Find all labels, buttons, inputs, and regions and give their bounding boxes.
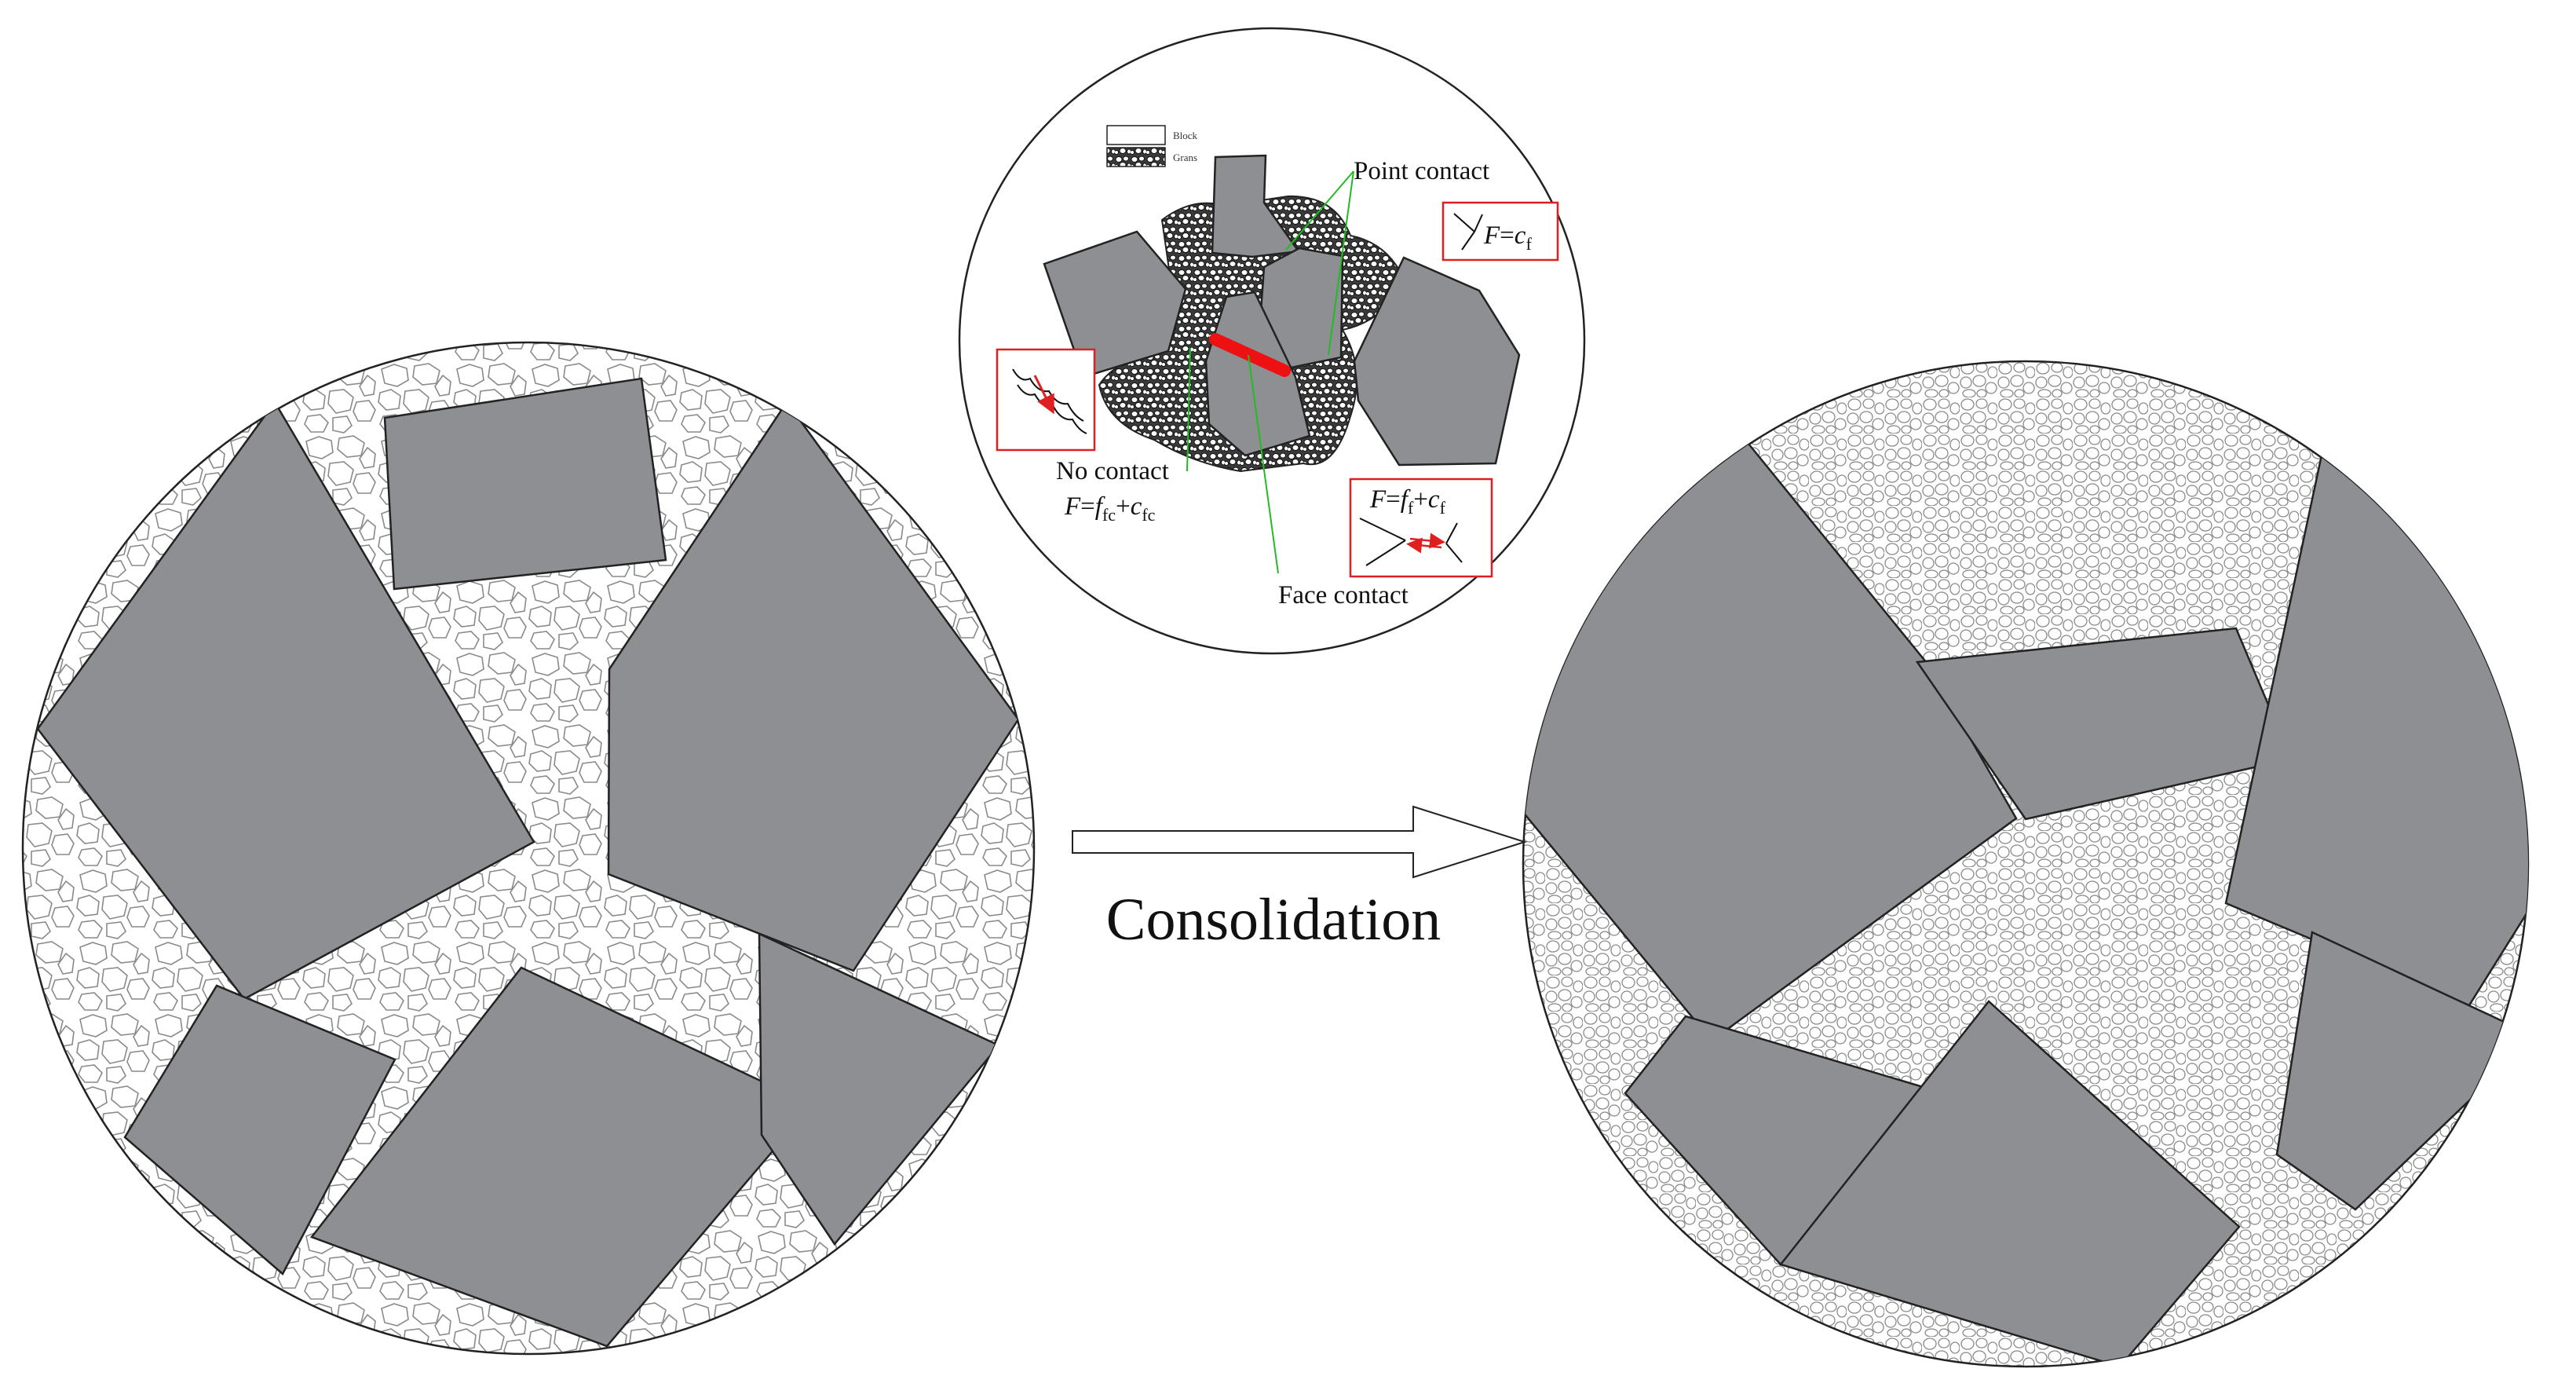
face-contact-highlight	[1209, 333, 1291, 377]
block-r6	[2275, 931, 2528, 1211]
leader-no-contact	[1186, 347, 1191, 472]
leader-face	[1248, 354, 1279, 574]
point-contact-label: Point contact	[1354, 157, 1489, 185]
inset-legend: Block Grans	[1106, 125, 1198, 167]
sample-before-consolidation	[21, 341, 1036, 1356]
process-arrow: Consolidation	[1072, 805, 1528, 953]
face-contact-glyph	[1359, 518, 1463, 566]
block-l3	[607, 400, 1020, 972]
point-contact-formula: F=cf	[1483, 221, 1532, 254]
no-contact-formula: F=ffc+cfc	[1064, 492, 1156, 525]
point-contact-box: F=cf	[1441, 201, 1559, 262]
point-contact-glyph	[1453, 213, 1483, 251]
process-label: Consolidation	[1106, 887, 1441, 953]
sample-after-consolidation	[1522, 360, 2530, 1368]
contact-inset: Block Grans Point contact No	[958, 27, 1586, 655]
block-l5	[309, 966, 814, 1348]
legend-grains-label: Grans	[1173, 152, 1197, 163]
inset-block-4	[1204, 291, 1311, 457]
face-contact-formula: F=ff+cf	[1369, 485, 1446, 518]
inset-block-5	[1353, 256, 1521, 467]
legend-block-swatch	[1106, 125, 1166, 145]
process-arrow-icon	[1072, 805, 1528, 879]
no-contact-glyph	[1012, 368, 1087, 434]
block-l6	[758, 932, 1000, 1246]
legend-grains-swatch	[1106, 147, 1166, 167]
block-r5	[1778, 1000, 2241, 1367]
block-l2	[383, 377, 667, 591]
face-contact-label: Face contact	[1278, 581, 1409, 609]
no-contact-box	[996, 348, 1096, 452]
leader-point-2	[1328, 170, 1354, 356]
leader-point-1	[1285, 170, 1354, 251]
legend-block-label: Block	[1173, 130, 1198, 141]
face-contact-box: F=ff+cf	[1349, 478, 1493, 578]
no-contact-label: No contact	[1056, 457, 1169, 485]
block-l4	[123, 984, 396, 1275]
